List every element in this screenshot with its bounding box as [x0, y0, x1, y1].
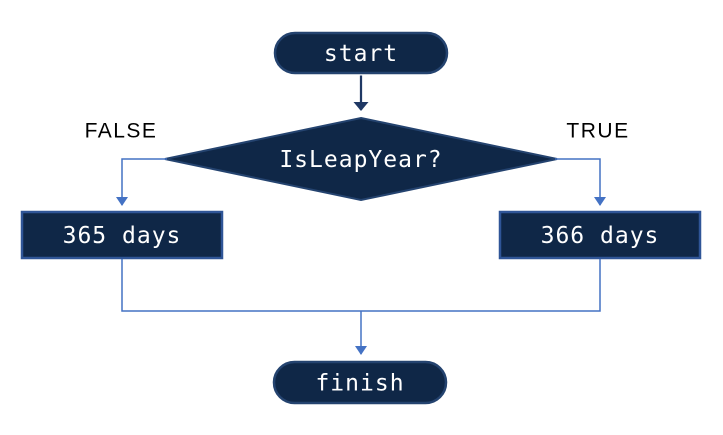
start-shape: [273, 31, 449, 75]
finish-node: finish: [272, 360, 448, 405]
merge-connector: [121, 259, 601, 312]
decision-shape: [164, 116, 558, 202]
true-branch-shape: [498, 210, 702, 260]
finish-shape: [272, 360, 448, 405]
decision-node: IsLeapYear?: [164, 116, 558, 202]
false-branch-node: 365 days: [20, 210, 224, 260]
false-branch-shape: [20, 210, 224, 260]
decision-label: IsLeapYear?: [279, 147, 442, 173]
true-branch-node: 366 days: [498, 210, 702, 260]
false-branch-label: 365 days: [63, 223, 182, 249]
branch-label-true: TRUE: [566, 120, 629, 143]
finish-label: finish: [315, 371, 404, 397]
start-node: start: [273, 31, 449, 75]
edge-decision-to-true: [555, 158, 606, 206]
edge-decision-to-false: [116, 158, 167, 206]
start-label: start: [324, 41, 398, 67]
branch-label-false: FALSE: [85, 120, 158, 143]
true-branch-label: 366 days: [541, 223, 660, 249]
